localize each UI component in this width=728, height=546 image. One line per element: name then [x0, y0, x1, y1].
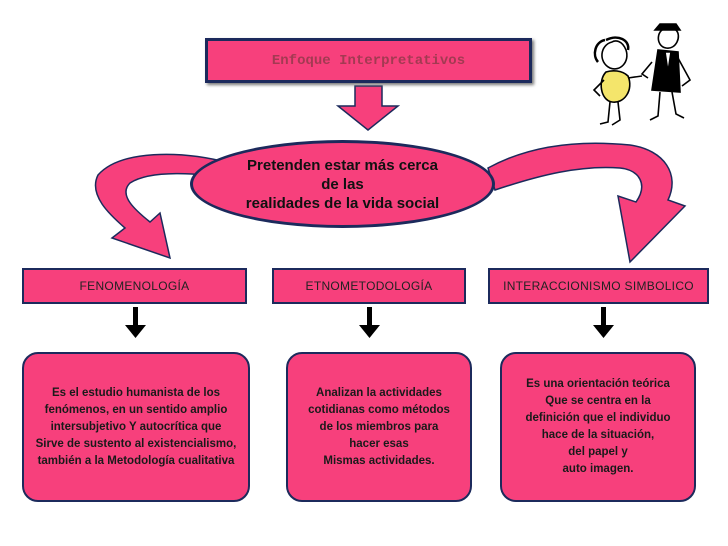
description-box-etnometodologia: Analizan la actividades cotidianas como …: [286, 352, 472, 502]
central-ellipse: Pretenden estar más cerca de las realida…: [190, 140, 495, 228]
central-text: Pretenden estar más cerca de las realida…: [245, 156, 440, 212]
down-arrow-1: [125, 307, 146, 338]
description-box-fenomenologia: Es el estudio humanista de los fenómenos…: [22, 352, 250, 502]
category-label: ETNOMETODOLOGÍA: [305, 279, 433, 293]
two-people-handshake-icon: [592, 23, 692, 126]
category-box-interaccionismo: INTERACCIONISMO SIMBOLICO: [488, 268, 709, 304]
category-box-fenomenologia: FENOMENOLOGÍA: [22, 268, 247, 304]
title-box: Enfoque Interpretativos: [205, 38, 532, 83]
description-text: Es el estudio humanista de los fenómenos…: [35, 386, 237, 467]
description-text: Analizan la actividades cotidianas como …: [308, 386, 450, 467]
right-curved-arrow: [487, 142, 687, 264]
category-label: INTERACCIONISMO SIMBOLICO: [503, 279, 694, 293]
description-text: Es una orientación teórica Que se centra…: [525, 378, 671, 475]
category-label: FENOMENOLOGÍA: [79, 279, 190, 293]
title-text: Enfoque Interpretativos: [271, 52, 466, 69]
left-curved-arrow: [94, 153, 231, 260]
down-arrow-2: [359, 307, 380, 338]
title-to-center-arrow: [335, 85, 401, 131]
category-box-etnometodologia: ETNOMETODOLOGÍA: [272, 268, 466, 304]
down-arrow-3: [593, 307, 614, 338]
description-box-interaccionismo: Es una orientación teórica Que se centra…: [500, 352, 696, 502]
